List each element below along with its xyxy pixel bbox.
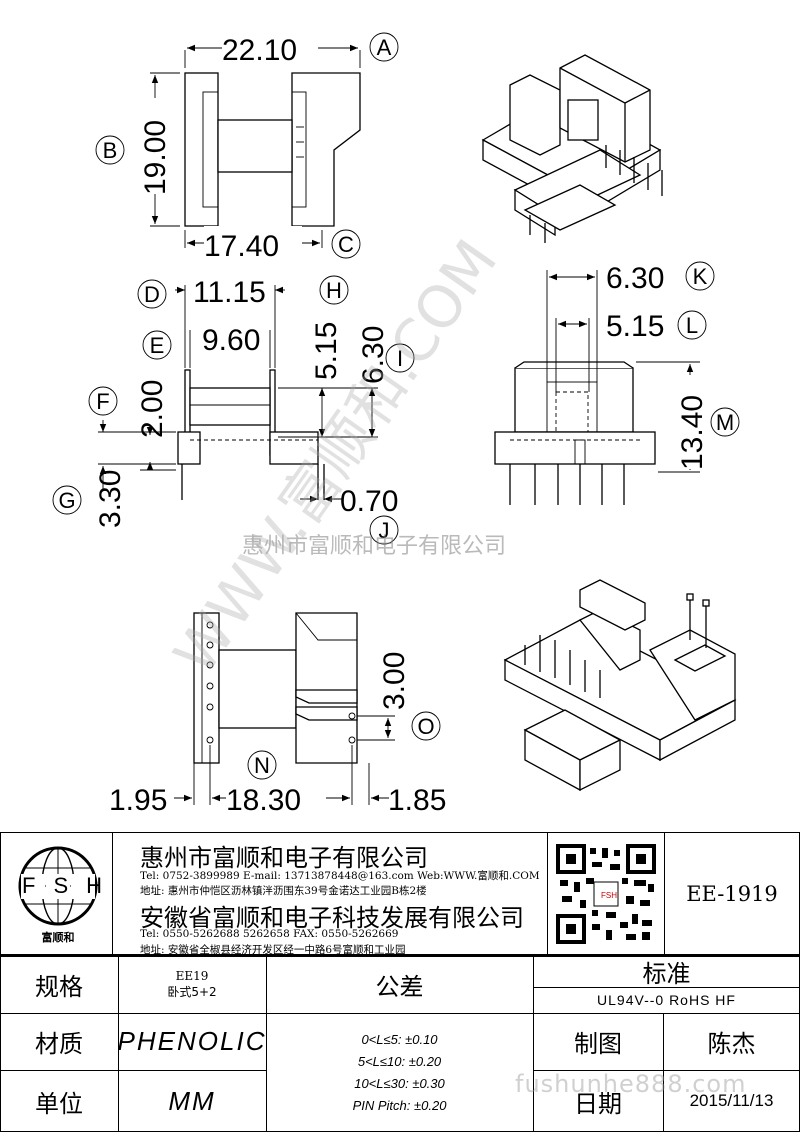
isometric-view-top: [481, 54, 663, 243]
dim-K-label: K: [693, 264, 708, 289]
drawn-label: 制图: [574, 1030, 622, 1058]
qr-code-icon: FSH: [555, 842, 657, 946]
dim-N-label: N: [254, 753, 270, 778]
dim-E-value: 9.60: [202, 324, 260, 357]
date-label: 日期: [574, 1089, 622, 1118]
material-value: PHENOLIC: [117, 1026, 267, 1056]
logo-letter-h: H: [86, 873, 102, 898]
front-view: 11.15 D 9.60 E H 5.15 6.30 I 2.00 F 3.30…: [52, 275, 415, 545]
dim-N-right-value: 1.85: [388, 784, 446, 817]
company2-address: 地址: 安徽省全椒县经济开发区经一中路6号富顺和工业园: [140, 944, 406, 956]
dim-G-label: G: [58, 488, 75, 513]
part-number: EE-1919: [686, 882, 778, 906]
dim-B-value: 19.00: [139, 120, 172, 195]
isometric-view-bottom: [503, 579, 737, 792]
divider: [533, 987, 800, 988]
dim-F-value: 2.00: [136, 380, 169, 438]
side-view: 6.30 K 5.15 L 13.40 M: [494, 261, 740, 505]
dim-O-label: O: [417, 714, 434, 739]
tolerance-item: PIN Pitch: ±0.20: [352, 1098, 447, 1113]
dim-D-value: 11.15: [193, 276, 266, 309]
logo: F S H 富顺和: [8, 838, 108, 950]
dim-J-label: J: [379, 518, 390, 543]
dim-B-label: B: [103, 138, 118, 163]
dim-C-value: 17.40: [204, 230, 279, 263]
company1-contact: Tel: 0752-3899989 E-mail: 13713878448@16…: [140, 870, 540, 882]
dim-H-value: 5.15: [310, 322, 343, 380]
watermark-url: fushunhe888.com: [515, 1070, 747, 1098]
logo-letter-f: F: [22, 873, 36, 898]
spec-label: 规格: [35, 973, 83, 1001]
divider: [0, 1070, 266, 1071]
logo-caption: 富顺和: [41, 931, 75, 944]
unit-value: MM: [168, 1085, 216, 1116]
tolerance-item: 10<L≤30: ±0.30: [354, 1076, 445, 1091]
dim-N-value: 18.30: [226, 784, 301, 817]
tolerance-item: 0<L≤5: ±0.10: [361, 1032, 438, 1047]
dim-A-value: 22.10: [222, 34, 297, 67]
dim-J-value: 0.70: [340, 485, 398, 518]
dim-K-value: 6.30: [606, 262, 664, 295]
dim-N-left-value: 1.95: [109, 784, 167, 817]
divider: [533, 956, 534, 1132]
dim-H-label: H: [326, 278, 342, 303]
unit-label: 单位: [35, 1089, 83, 1118]
qr-caption: FSH: [601, 891, 617, 900]
spec-value-2: 卧式5+2: [167, 985, 217, 999]
technical-drawing: 22.10 A 19.00 B 17.40 C: [52, 30, 740, 817]
company2-name: 安徽省富顺和电子科技发展有限公司: [140, 904, 524, 932]
company1-address: 地址: 惠州市仲恺区沥林镇泮沥围东39号金诺达工业园B栋2楼: [140, 885, 427, 897]
dim-M-label: M: [716, 410, 734, 435]
dim-I-value: 6.30: [357, 326, 390, 384]
divider: [118, 956, 119, 1132]
dim-D-label: D: [144, 282, 160, 307]
divider: [533, 1070, 800, 1071]
title-header: [0, 832, 800, 956]
divider: [663, 1013, 664, 1132]
dim-I-label: I: [397, 346, 403, 371]
drawn-value: 陈杰: [707, 1030, 756, 1058]
logo-letter-s: S: [53, 873, 69, 898]
standard-value: UL94V--0 RoHS HF: [597, 992, 736, 1008]
dim-E-label: E: [150, 333, 165, 358]
divider: [0, 1013, 266, 1014]
company2-contact: Tel: 0550-5262688 5262658 FAX: 0550-5262…: [140, 928, 399, 940]
standard-label: 标准: [642, 960, 691, 988]
divider: [664, 832, 665, 956]
dim-O-value: 3.00: [378, 652, 411, 710]
divider: [266, 1013, 533, 1014]
tolerance-label: 公差: [375, 973, 424, 1001]
dim-G-value: 3.30: [94, 470, 127, 528]
dim-F-label: F: [96, 389, 109, 414]
date-value: 2015/11/13: [689, 1091, 774, 1110]
fsh-globe-icon: [18, 846, 98, 926]
divider: [547, 832, 548, 956]
top-view: 22.10 A 19.00 B 17.40 C: [95, 30, 399, 263]
watermark-company: 惠州市富顺和电子有限公司: [242, 534, 507, 559]
dim-L-value: 5.15: [606, 310, 664, 343]
material-label: 材质: [35, 1030, 83, 1058]
bottom-view: 3.00 O 18.30 1.95 1.85 N: [109, 612, 446, 817]
spec-value-1: EE19: [175, 969, 209, 983]
dim-L-label: L: [686, 313, 698, 338]
company1-name: 惠州市富顺和电子有限公司: [140, 844, 428, 872]
title-block: F S H 富顺和 惠州市富顺和电子有限公司 Tel: 0752-3899989…: [0, 832, 800, 1132]
tolerance-item: 5<L≤10: ±0.20: [357, 1054, 442, 1069]
spec-value: EE19 卧式5+2: [118, 956, 266, 1013]
dim-A-label: A: [377, 35, 392, 60]
divider: [533, 1013, 800, 1014]
divider: [112, 832, 113, 956]
divider: [266, 956, 267, 1132]
tolerance-list: 0<L≤5: ±0.10 5<L≤10: ±0.20 10<L≤30: ±0.3…: [266, 1017, 533, 1129]
dim-C-label: C: [338, 232, 354, 257]
dim-M-value: 13.40: [676, 395, 709, 470]
